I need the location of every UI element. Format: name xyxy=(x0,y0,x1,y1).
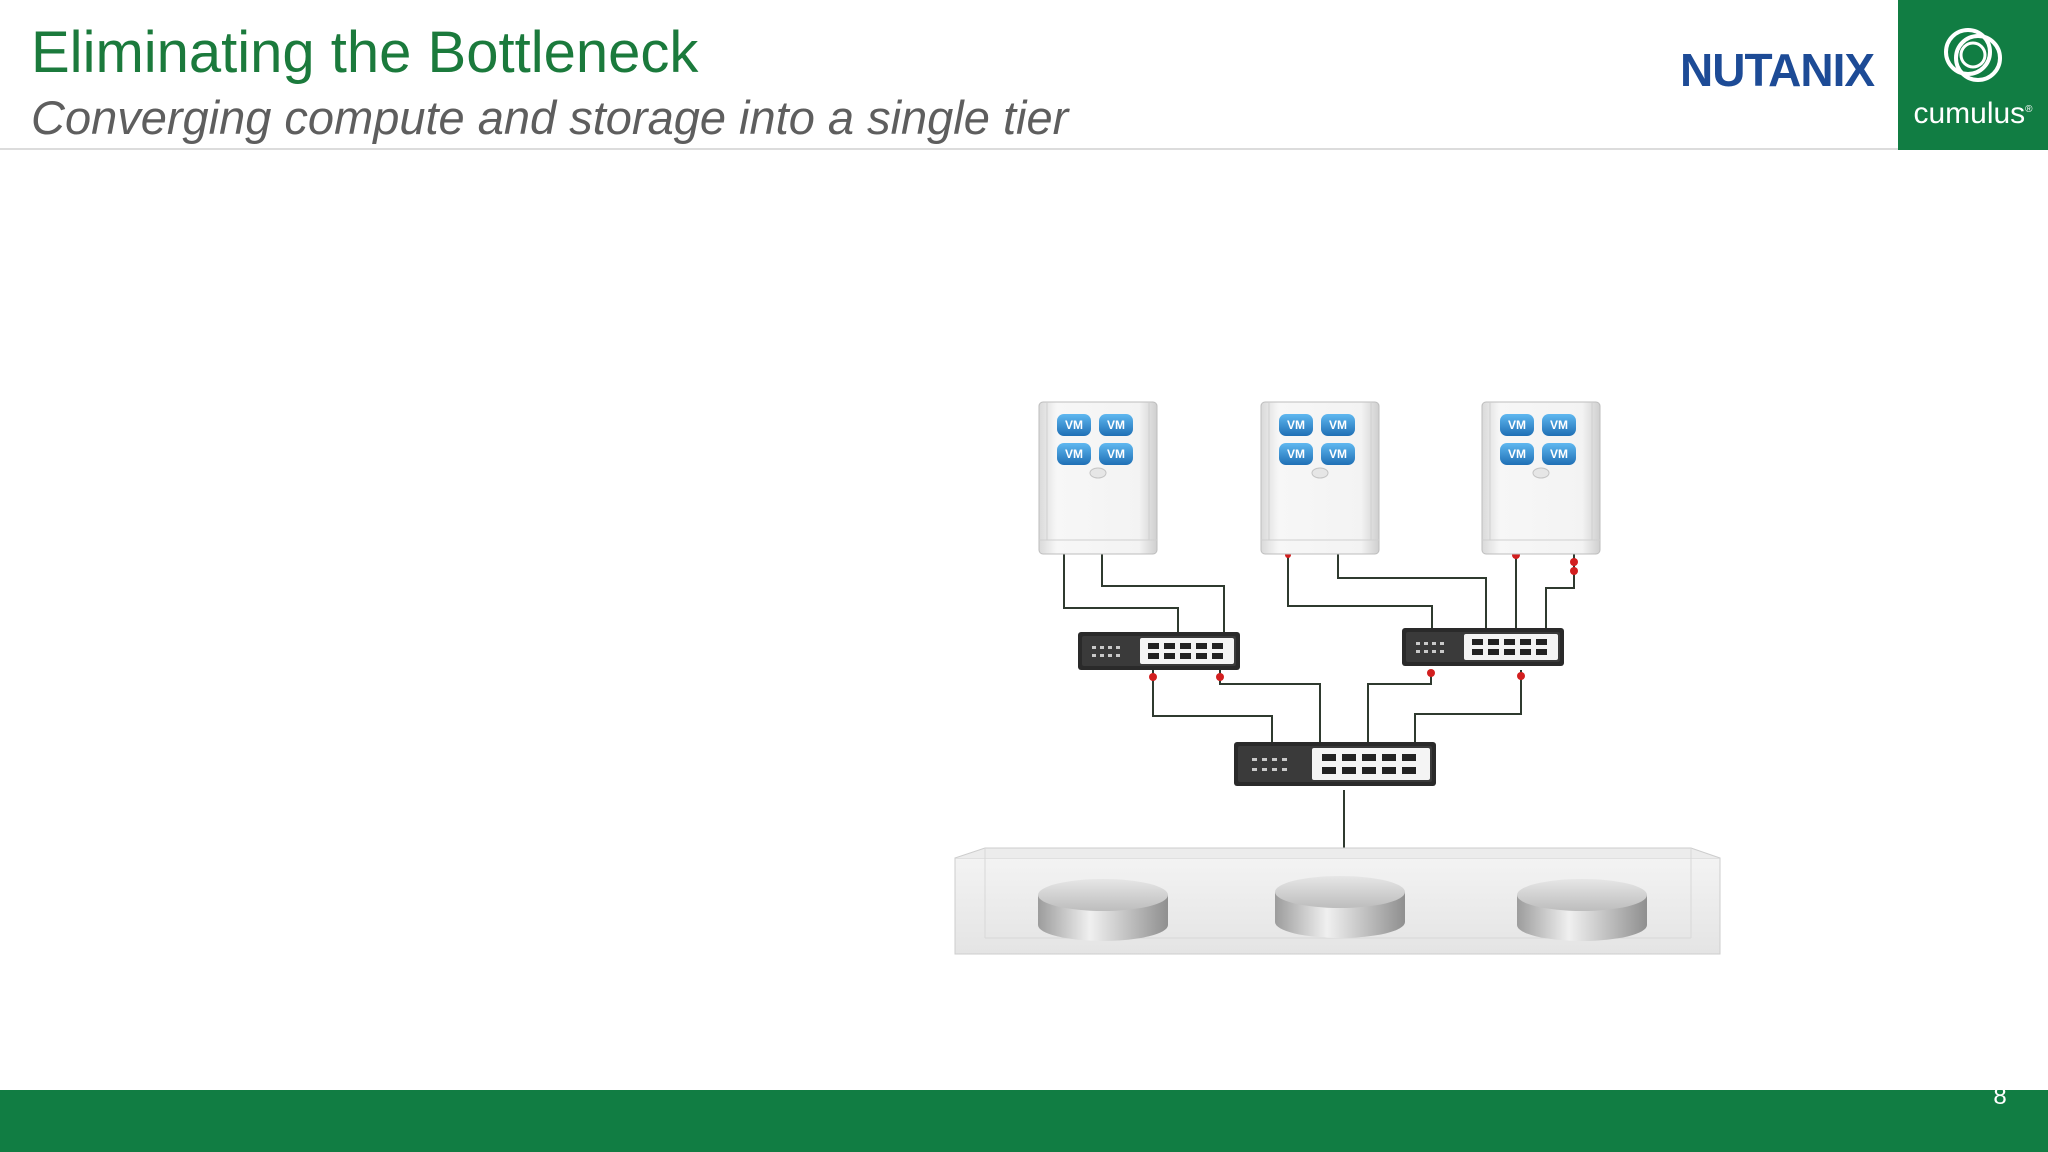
vm-label: VM xyxy=(1065,447,1083,461)
storage-array xyxy=(954,847,1721,955)
nutanix-wordmark: NUTANIX xyxy=(1680,44,1875,96)
cumulus-name: cumulus xyxy=(1913,97,2026,130)
cumulus-logo: cumulus® xyxy=(1898,0,2048,150)
network-switch-icon xyxy=(1078,632,1240,670)
network-switch-icon xyxy=(1234,742,1436,786)
server-icon: VM VM VM VM xyxy=(1038,401,1158,555)
header-divider xyxy=(0,148,1898,150)
server-icon: VM VM VM VM xyxy=(1260,401,1380,555)
nutanix-logo: NUTANIX xyxy=(1680,44,1890,96)
vm-label: VM xyxy=(1329,418,1347,432)
vm-badge: VM xyxy=(1542,414,1576,436)
vm-label: VM xyxy=(1329,447,1347,461)
vm-label: VM xyxy=(1287,418,1305,432)
vm-badge: VM xyxy=(1500,414,1534,436)
cumulus-logo-icon xyxy=(1944,28,2002,82)
slide-header: Eliminating the Bottleneck Converging co… xyxy=(0,0,2048,150)
network-switch-icon xyxy=(1402,628,1564,666)
vm-label: VM xyxy=(1508,418,1526,432)
slide-subtitle: Converging compute and storage into a si… xyxy=(31,91,1069,144)
footer-bar xyxy=(0,1090,2048,1152)
converged-architecture-diagram: VM VM VM VM VM VM VM VM VM VM VM VM xyxy=(954,401,1721,955)
page-number: 8 xyxy=(1993,1083,2007,1110)
vm-badge: VM xyxy=(1321,414,1355,436)
vm-badge: VM xyxy=(1057,414,1091,436)
slide-title: Eliminating the Bottleneck xyxy=(31,20,699,85)
storage-disk-icon xyxy=(1038,879,1168,941)
vm-badge: VM xyxy=(1279,414,1313,436)
vm-label: VM xyxy=(1550,447,1568,461)
vm-badge: VM xyxy=(1279,443,1313,465)
vm-label: VM xyxy=(1065,418,1083,432)
server-icon: VM VM VM VM xyxy=(1481,401,1601,555)
vm-label: VM xyxy=(1508,447,1526,461)
cumulus-wordmark: cumulus® xyxy=(1898,92,2048,132)
vm-badge: VM xyxy=(1500,443,1534,465)
vm-badge: VM xyxy=(1099,443,1133,465)
storage-disk-icon xyxy=(1517,879,1647,941)
vm-label: VM xyxy=(1107,418,1125,432)
network-cabling xyxy=(1063,554,1575,858)
vm-badge: VM xyxy=(1542,443,1576,465)
vm-badge: VM xyxy=(1057,443,1091,465)
vm-label: VM xyxy=(1550,418,1568,432)
registered-mark: ® xyxy=(2025,104,2033,115)
storage-disk-icon xyxy=(1275,876,1405,938)
vm-label: VM xyxy=(1107,447,1125,461)
vm-badge: VM xyxy=(1321,443,1355,465)
vm-badge: VM xyxy=(1099,414,1133,436)
vm-label: VM xyxy=(1287,447,1305,461)
